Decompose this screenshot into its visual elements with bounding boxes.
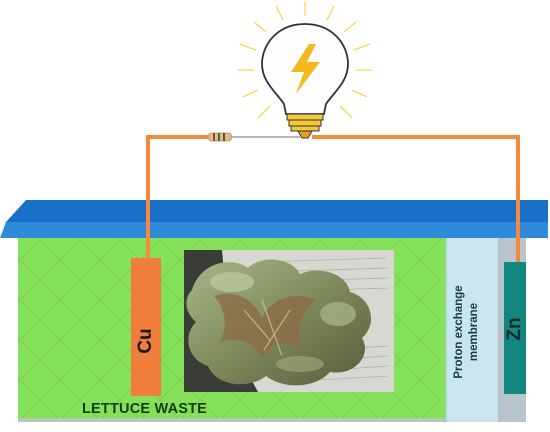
chamber-lid-front [0, 222, 548, 238]
wire-left [146, 135, 210, 262]
membrane-label: Proton exchange membrane [453, 285, 480, 379]
copper-electrode-label: Cu [135, 328, 156, 354]
lettuce-waste-label: LETTUCE WASTE [82, 401, 208, 417]
chamber-bottom-edge [18, 418, 526, 422]
lettuce-waste-photo [184, 250, 394, 392]
copper-electrode [131, 258, 161, 396]
wire-right [312, 135, 520, 262]
resistor-icon [207, 132, 233, 142]
zinc-electrode [504, 262, 526, 394]
zinc-electrode-label: Zn [504, 317, 525, 341]
lightning-bolt-icon [291, 44, 320, 94]
chamber-lid-top [6, 200, 548, 222]
proton-exchange-membrane [446, 238, 498, 422]
